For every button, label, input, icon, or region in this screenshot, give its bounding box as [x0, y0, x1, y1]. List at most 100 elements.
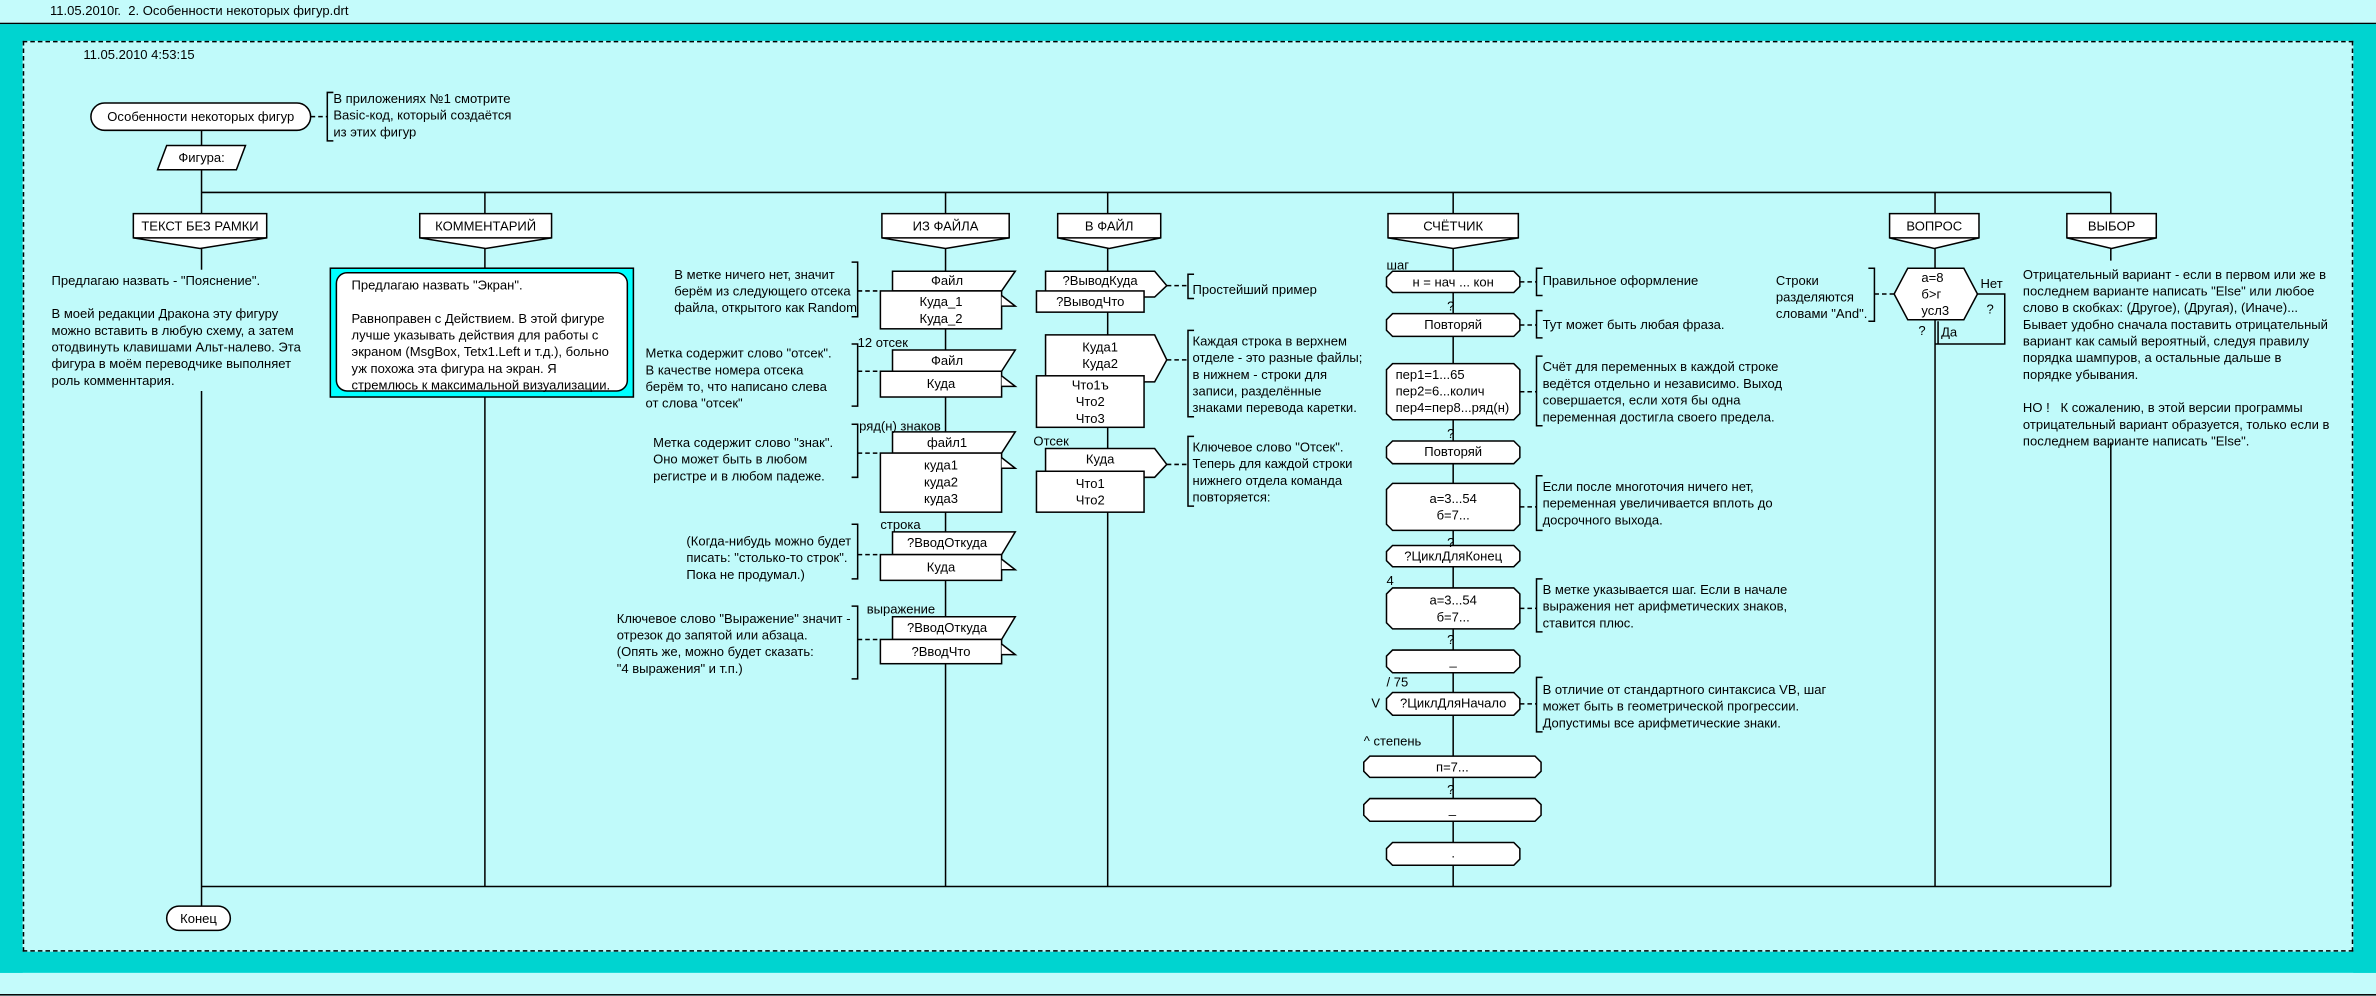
- comment-bracket: [1535, 578, 1543, 633]
- branch-header[interactable]: [418, 212, 553, 250]
- input-shelf-source: ?ВводОткуда: [907, 619, 988, 635]
- comment-bracket: [851, 523, 859, 580]
- input-shelf-label: 12 отсек: [857, 334, 908, 351]
- comment-bracket: [851, 261, 859, 318]
- loop-node-label: ?: [1447, 631, 1455, 648]
- input-shelf-bottom[interactable]: [879, 370, 1003, 398]
- comment-bracket: [851, 605, 859, 680]
- start-comment: В приложениях №1 смотрите Basic-код, кот…: [333, 90, 512, 140]
- loop-node[interactable]: [1385, 270, 1521, 294]
- output-comment: Ключевое слово "Отсек". Теперь для каждо…: [1192, 439, 1353, 505]
- loop-node-label: ?: [1447, 534, 1455, 551]
- loop-node[interactable]: [1385, 649, 1521, 674]
- output-shelf-data: Что1 Что2: [1075, 475, 1105, 507]
- loop-node-text: пер1=1...65 пер2=6...колич пер4=пер8...р…: [1395, 366, 1510, 416]
- loop-node[interactable]: [1363, 797, 1542, 823]
- loop-node-marker: V: [1371, 695, 1381, 711]
- loop-comment: В метке указывается шаг. Если в начале в…: [1542, 581, 1788, 631]
- loop-node[interactable]: [1385, 362, 1521, 421]
- screen-box-text: Предлагаю назвать "Экран". Равноправен с…: [351, 277, 611, 393]
- comment-bracket: [1535, 309, 1543, 339]
- switch-parallelogram[interactable]: [156, 144, 247, 171]
- output-shelf-target: Куда: [1085, 451, 1115, 467]
- branch-header-label: СЧЁТЧИК: [1423, 217, 1484, 233]
- choice-note: Отрицательный вариант - если в первом ил…: [2022, 266, 2330, 449]
- loop-node[interactable]: [1385, 841, 1521, 866]
- input-shelf-target: ?ВводЧто: [911, 643, 971, 659]
- question-condition: а=8 б>г усл3: [1921, 268, 1950, 318]
- input-shelf-label: выражение: [866, 601, 936, 617]
- input-shelf-target: Куда_1 Куда_2: [919, 293, 963, 326]
- loop-node-text: .: [1451, 845, 1455, 861]
- output-shelf-data: Что1ъ Что2 Что3: [1071, 376, 1109, 426]
- input-shelf-target: Куда: [926, 375, 956, 391]
- output-shelf-label: Отсек: [1033, 433, 1069, 449]
- input-shelf-notch: [1001, 375, 1018, 388]
- frame-band-right: [2353, 24, 2376, 973]
- branch-header[interactable]: [1056, 212, 1162, 250]
- loop-node-label: шаг: [1386, 257, 1409, 273]
- input-shelf-notch: [1001, 294, 1018, 307]
- loop-node-text: а=3...54 б=7...: [1429, 591, 1477, 624]
- title-bar: 11.05.2010г. 2. Особенности некоторых фи…: [0, 0, 2376, 25]
- comment-bracket: [1187, 435, 1195, 507]
- loop-node-label: 4: [1386, 572, 1394, 588]
- comment-bracket: [1535, 475, 1543, 532]
- input-shelf-bottom[interactable]: [879, 452, 1003, 513]
- input-shelf-source: ?ВводОткуда: [907, 534, 988, 551]
- branch-header[interactable]: [1888, 212, 1980, 250]
- output-shelf-target: Куда1 Куда2: [1082, 338, 1118, 371]
- loop-node-text: _: [1449, 653, 1457, 669]
- question-no-path: [1935, 293, 2006, 345]
- loop-comment: Тут может быть любая фраза.: [1542, 316, 1725, 332]
- input-shelf-bottom[interactable]: [879, 553, 1003, 582]
- end-terminator[interactable]: [165, 905, 232, 932]
- frame-band-left: [0, 24, 23, 973]
- input-comment: В метке ничего нет, значит берём из след…: [674, 266, 857, 316]
- output-shelf-top[interactable]: [1044, 334, 1168, 383]
- question-q-right: ?: [1986, 301, 1994, 317]
- loop-node-text: _: [1448, 801, 1457, 817]
- input-comment: Метка содержит слово "знак". Оно может б…: [653, 434, 834, 484]
- output-shelf-data: ?ВыводЧто: [1056, 293, 1125, 309]
- input-shelf-label: строка: [880, 516, 921, 532]
- branch-header[interactable]: [1387, 212, 1520, 250]
- input-shelf-bottom[interactable]: [879, 290, 1003, 330]
- timestamp: 11.05.2010 4:53:15: [83, 46, 195, 63]
- branch-header-label: КОММЕНТАРИЙ: [435, 217, 537, 233]
- branch-header-label: ТЕКСТ БЕЗ РАМКИ: [141, 217, 259, 233]
- question-no-label: Нет: [1980, 275, 2003, 291]
- loop-node-text: ?ЦиклДляКонец: [1404, 547, 1503, 563]
- comment-bracket: [851, 423, 859, 479]
- input-shelf-target: куда1 куда2 куда3: [923, 457, 959, 507]
- loop-node-label: ?: [1447, 425, 1455, 441]
- loop-node[interactable]: [1385, 440, 1521, 465]
- loop-node[interactable]: [1385, 691, 1521, 716]
- output-shelf-bottom[interactable]: [1035, 290, 1145, 313]
- loop-node-label: / 75: [1386, 674, 1409, 690]
- output-comment: Простейший пример: [1192, 281, 1317, 297]
- output-shelf-bottom[interactable]: [1035, 470, 1145, 513]
- comment-bracket: [326, 91, 334, 142]
- input-comment: (Когда-нибудь можно будет писать: "столь…: [686, 533, 852, 582]
- loop-comment: Если после многоточия ничего нет, переме…: [1542, 478, 1773, 528]
- loop-node[interactable]: [1385, 312, 1521, 338]
- plain-text-note: Предлагаю назвать - "Пояснение". В моей …: [51, 272, 301, 388]
- question-yes-label: Да: [1941, 324, 1958, 340]
- loop-node[interactable]: [1385, 587, 1521, 630]
- loop-comment: Правильное оформление: [1542, 272, 1699, 288]
- loop-node[interactable]: [1363, 755, 1542, 779]
- branch-header[interactable]: [2066, 212, 2158, 250]
- loop-node[interactable]: [1385, 482, 1521, 532]
- loop-node[interactable]: [1385, 544, 1521, 568]
- branch-header[interactable]: [132, 212, 268, 250]
- comment-bracket: [1187, 329, 1195, 418]
- screen-box: [335, 271, 629, 392]
- output-shelf-bottom[interactable]: [1035, 375, 1145, 429]
- frame-band-top: [0, 24, 2376, 41]
- window-title: 11.05.2010г. 2. Особенности некоторых фи…: [50, 3, 349, 19]
- branch-header[interactable]: [881, 212, 1010, 250]
- output-comment: Каждая строка в верхнем отделе - это раз…: [1192, 333, 1363, 416]
